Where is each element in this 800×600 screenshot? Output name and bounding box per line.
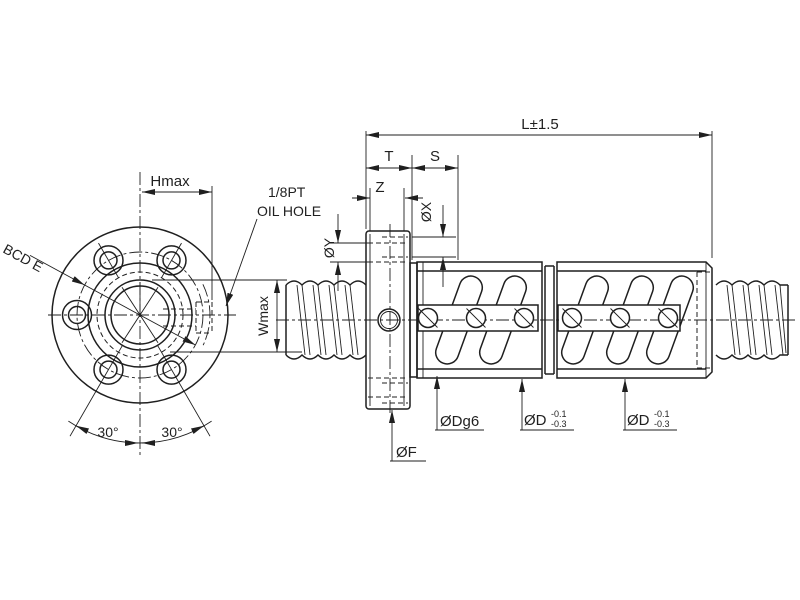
dim-l-label: L±1.5 — [521, 116, 558, 133]
od1-tol-lower: -0.3 — [551, 419, 567, 429]
bolt-holes — [61, 242, 187, 385]
oil-spec-label: 1/8PT — [268, 184, 306, 200]
nut-body-1 — [416, 261, 543, 379]
angle-line-right — [157, 345, 211, 437]
od2-tol-upper: -0.1 — [654, 409, 670, 419]
flange-oil-hole — [377, 308, 401, 332]
angle-left-label: 30° — [97, 424, 118, 440]
bcd-e-label: BCD E — [1, 241, 46, 275]
front-view — [48, 172, 236, 458]
dim-z-label: Z — [375, 179, 384, 196]
nut-pilot-circle — [87, 262, 193, 368]
od2-tol-lower: -0.3 — [654, 419, 670, 429]
front-dimensions: Hmax BCD E 30° 30° Wmax 1/8PT OIL HOLE — [1, 173, 321, 447]
dim-t-label: T — [384, 148, 393, 165]
bolt-circle — [76, 251, 204, 379]
flange-outer-circle — [51, 226, 229, 404]
od2-label: ØD — [627, 412, 650, 429]
side-dimensions: L±1.5 T S Z ØY ØX ØF ØDg6 ØD -0.1 - — [321, 116, 713, 462]
angle-line-left — [69, 345, 123, 437]
side-view — [276, 224, 795, 416]
nut-body-2 — [556, 261, 713, 379]
band-screws — [417, 307, 679, 329]
hidden-circle — [96, 271, 184, 359]
oil-hole-feature — [163, 284, 213, 346]
od1-tol-upper: -0.1 — [551, 409, 567, 419]
od1-label: ØD — [524, 412, 547, 429]
dim-ox-label: ØX — [418, 201, 434, 222]
dim-oy-label: ØY — [321, 237, 337, 258]
dim-hmax-label: Hmax — [150, 173, 190, 190]
nut-dia-label: ØDg6 — [440, 413, 479, 430]
dim-wmax-label: Wmax — [255, 296, 271, 336]
screw-od-circle — [104, 279, 176, 351]
angle-right-label: 30° — [161, 424, 182, 440]
oil-hole-label: OIL HOLE — [257, 203, 321, 219]
dim-s-label: S — [430, 148, 440, 165]
thread-spokes — [121, 282, 159, 343]
flange-dia-label: ØF — [396, 444, 417, 461]
